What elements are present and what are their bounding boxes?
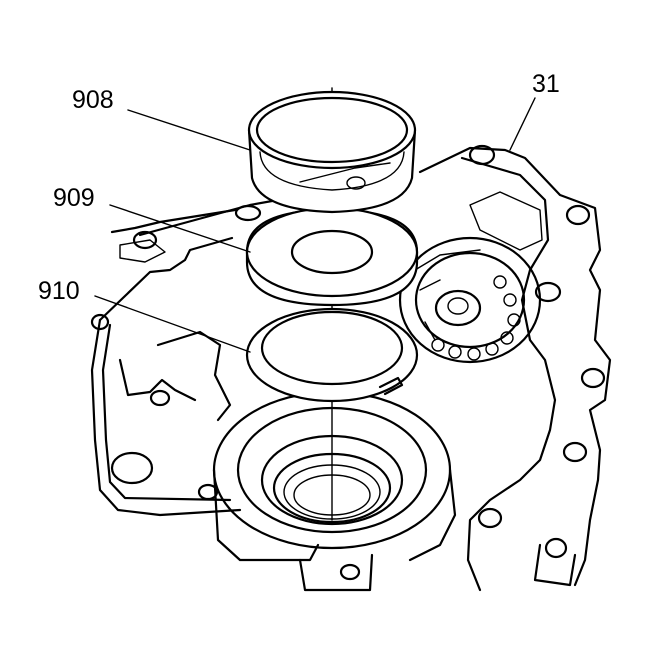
transmission-case — [90, 144, 612, 592]
callout-label-31: 31 — [532, 70, 560, 98]
bearing-cup-908 — [247, 90, 417, 214]
leader-line-31 — [509, 97, 536, 151]
callout-label-910: 910 — [38, 277, 80, 305]
callout-label-908: 908 — [72, 86, 114, 114]
leader-line-908 — [127, 109, 251, 151]
snap-ring-910 — [245, 307, 419, 403]
thrust-washer-909 — [245, 206, 419, 307]
leader-line-909 — [109, 204, 251, 253]
leader-line-910 — [94, 295, 251, 353]
callout-label-909: 909 — [53, 184, 95, 212]
